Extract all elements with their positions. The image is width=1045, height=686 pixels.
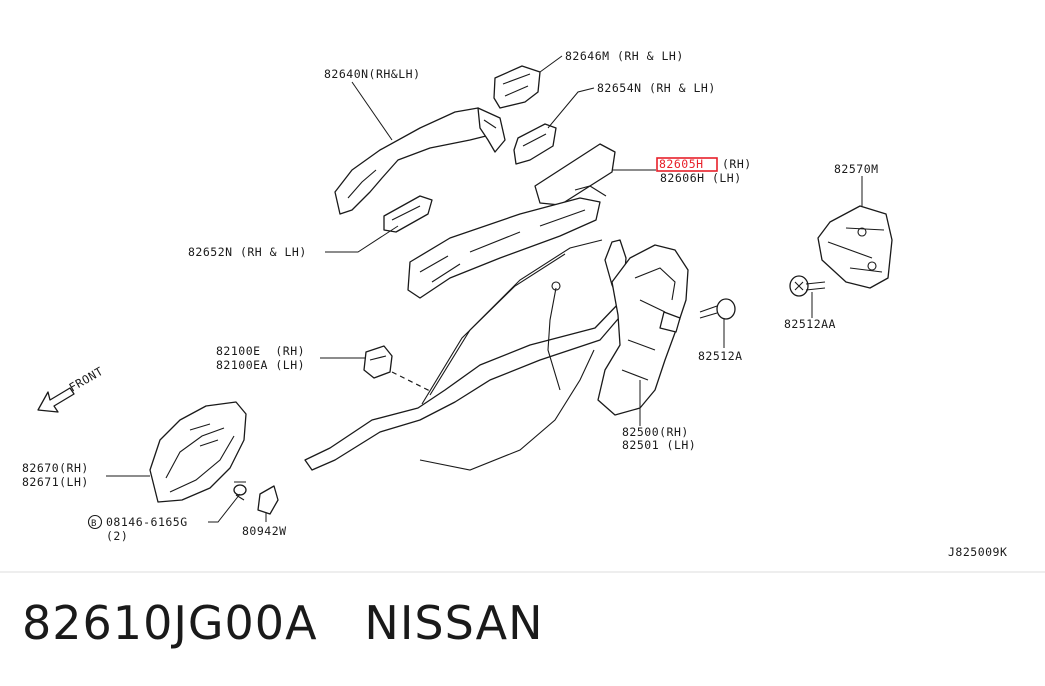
label-front: FRONT <box>67 364 106 395</box>
cap-80942w-drawing <box>257 485 279 515</box>
screw-82512aa-drawing <box>789 275 826 297</box>
label-80942w: 80942W <box>242 524 287 538</box>
label-82652n: 82652N (RH & LH) <box>188 245 307 259</box>
cable-assembly-drawing <box>304 239 631 471</box>
label-82606h: 82606H (LH) <box>660 171 742 185</box>
front-direction-arrow <box>37 387 75 413</box>
door-lock-drawing <box>597 244 689 416</box>
part-caption: 82610JG00A NISSAN <box>22 596 544 650</box>
label-82100ea: 82100EA (LH) <box>216 358 305 372</box>
label-82605h-side: (RH) <box>722 157 752 171</box>
label-82646m: 82646M (RH & LH) <box>565 49 684 63</box>
front-gasket-drawing <box>383 195 433 233</box>
handle-bracket-drawing <box>407 143 616 299</box>
inside-handle-drawing <box>149 401 247 503</box>
label-82512a: 82512A <box>698 349 743 363</box>
exploded-parts-diagram: 82640N(RH&LH) 82646M (RH & LH) 82654N (R… <box>0 49 1045 573</box>
bolt-drawing <box>233 481 247 501</box>
label-82640n: 82640N(RH&LH) <box>324 67 421 81</box>
label-bolt-prefix: B <box>91 519 97 529</box>
gasket-drawing <box>513 123 557 165</box>
highlight-box <box>656 157 718 172</box>
caption-brand: NISSAN <box>364 596 544 650</box>
label-82100e: 82100E (RH) <box>216 344 305 358</box>
label-82501: 82501 (LH) <box>622 438 696 452</box>
label-82570m: 82570M <box>834 162 879 176</box>
label-bolt: 08146-6165G <box>106 515 188 529</box>
label-82605h: 82605H <box>659 157 704 171</box>
striker-drawing <box>817 205 893 289</box>
label-82654n: 82654N (RH & LH) <box>597 81 716 95</box>
screw-82512a-drawing <box>699 298 736 320</box>
label-82670: 82670(RH) <box>22 461 89 475</box>
outside-handle-drawing <box>334 107 506 215</box>
clip-drawing <box>363 345 393 379</box>
drawing-code: J825009K <box>948 545 1007 559</box>
caption-part-number: 82610JG00A <box>22 596 318 650</box>
leader-lines <box>106 55 863 523</box>
handle-cap-drawing <box>493 65 541 109</box>
label-82500: 82500(RH) <box>622 425 689 439</box>
label-82671: 82671(LH) <box>22 475 89 489</box>
label-82512aa: 82512AA <box>784 317 836 331</box>
bolt-circle-icon <box>87 514 103 530</box>
label-bolt-qty: (2) <box>106 529 128 543</box>
